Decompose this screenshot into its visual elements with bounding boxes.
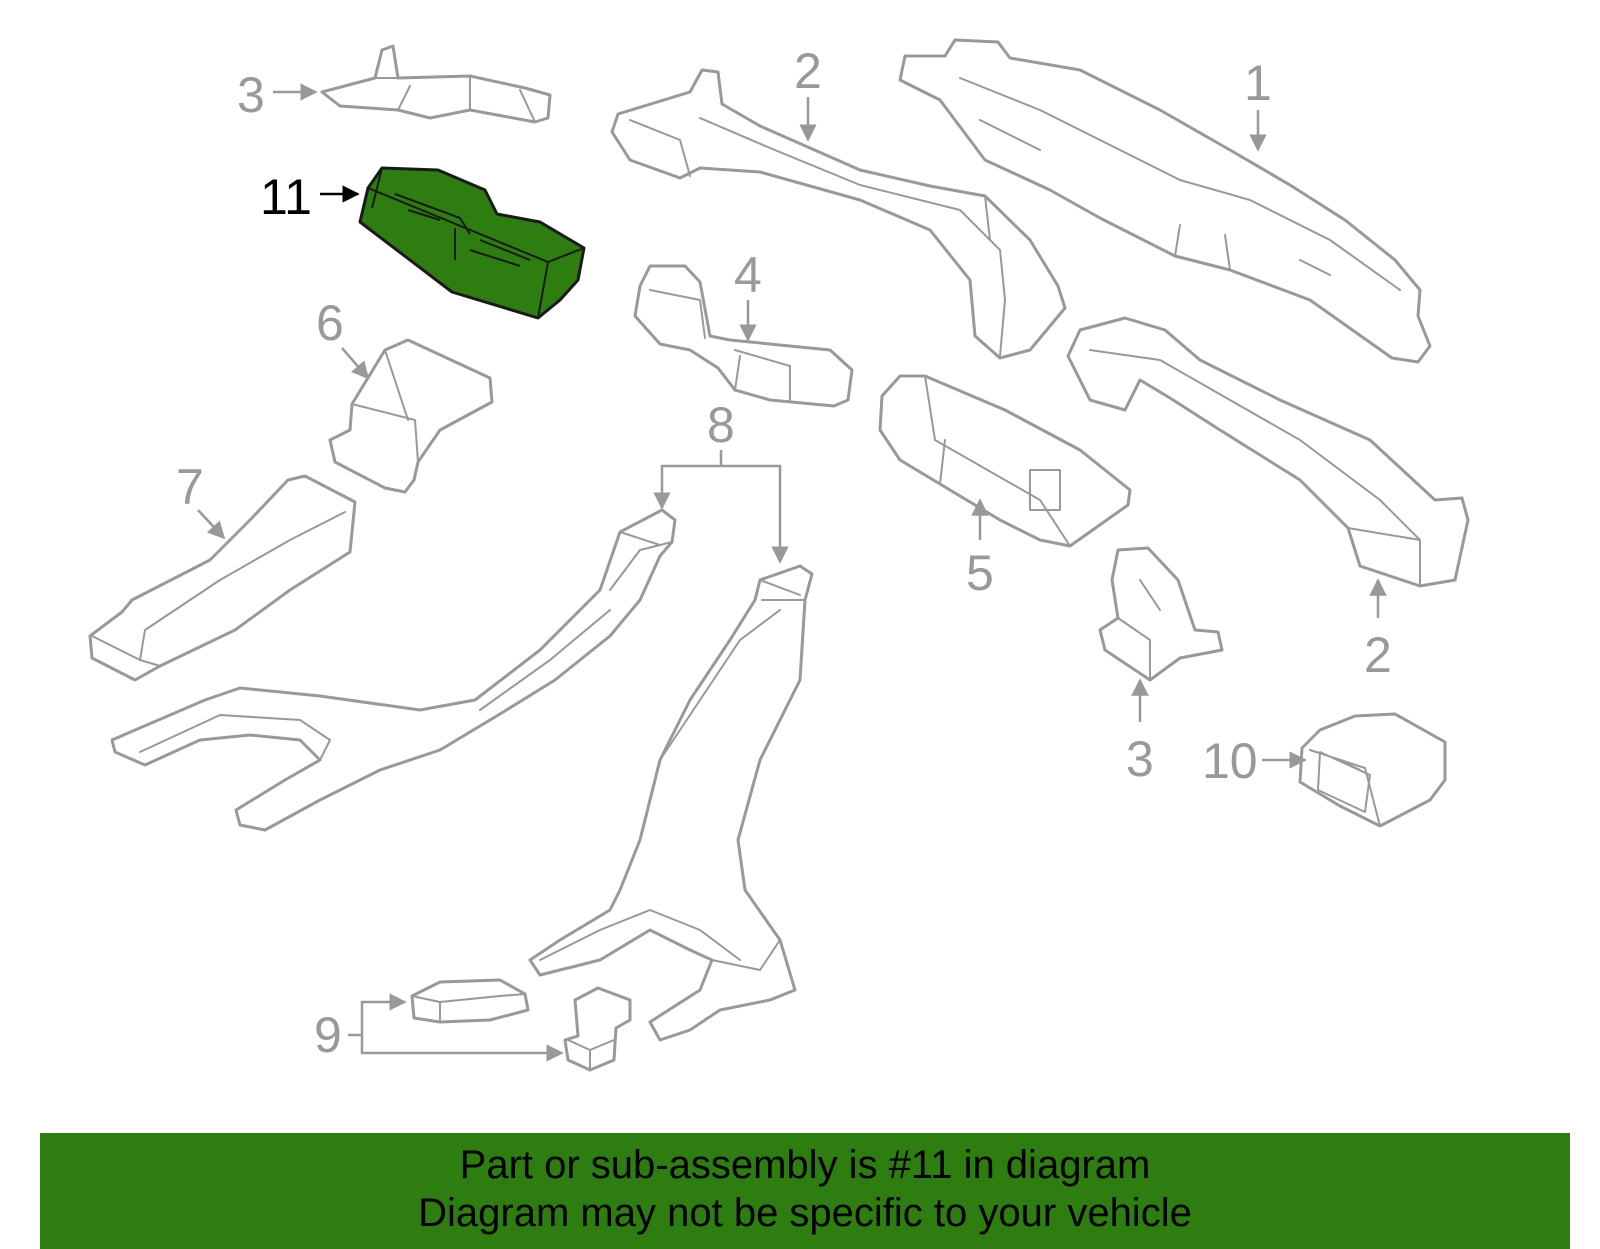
part-10-vent[interactable] (1298, 712, 1447, 828)
part-9-bracket-lower[interactable] (563, 986, 632, 1072)
part-2-upper-duct[interactable] (610, 68, 1067, 360)
banner-line-disclaimer: Diagram may not be specific to your vehi… (418, 1191, 1192, 1235)
callout-7: 7 (176, 459, 204, 515)
callout-9: 9 (314, 1007, 342, 1063)
callout-1: 1 (1244, 55, 1272, 111)
callout-6: 6 (316, 295, 344, 351)
callout-2-lower: 2 (1364, 627, 1392, 683)
callout-4: 4 (734, 247, 762, 303)
callout-5: 5 (966, 545, 994, 601)
banner-line-part-info: Part or sub-assembly is #11 in diagram (459, 1143, 1151, 1187)
part-7-duct[interactable] (88, 474, 357, 682)
callout-8: 8 (707, 397, 735, 453)
callout-10: 10 (1202, 733, 1258, 789)
part-5-vent[interactable] (878, 374, 1132, 548)
callout-leaders (197, 83, 1387, 1062)
part-6-duct[interactable] (328, 338, 494, 494)
part-9-bracket-upper[interactable] (410, 978, 530, 1024)
part-4-vent[interactable] (633, 264, 854, 408)
part-2-lower-duct[interactable] (1066, 316, 1470, 588)
part-1-main-duct[interactable] (898, 38, 1432, 364)
info-banner: Part or sub-assembly is #11 in diagram D… (40, 1133, 1570, 1249)
part-8-right-floor-duct[interactable] (528, 564, 814, 1042)
callout-11: 11 (260, 169, 312, 225)
callout-2-upper: 2 (794, 43, 822, 99)
part-8-left-floor-duct[interactable] (110, 508, 677, 832)
part-3-lower-duct[interactable] (1098, 546, 1224, 682)
callout-3-upper: 3 (237, 67, 265, 123)
part-11-vent-highlighted[interactable] (358, 166, 586, 320)
part-3-upper-duct[interactable] (320, 44, 552, 124)
callout-3-lower: 3 (1126, 731, 1154, 787)
